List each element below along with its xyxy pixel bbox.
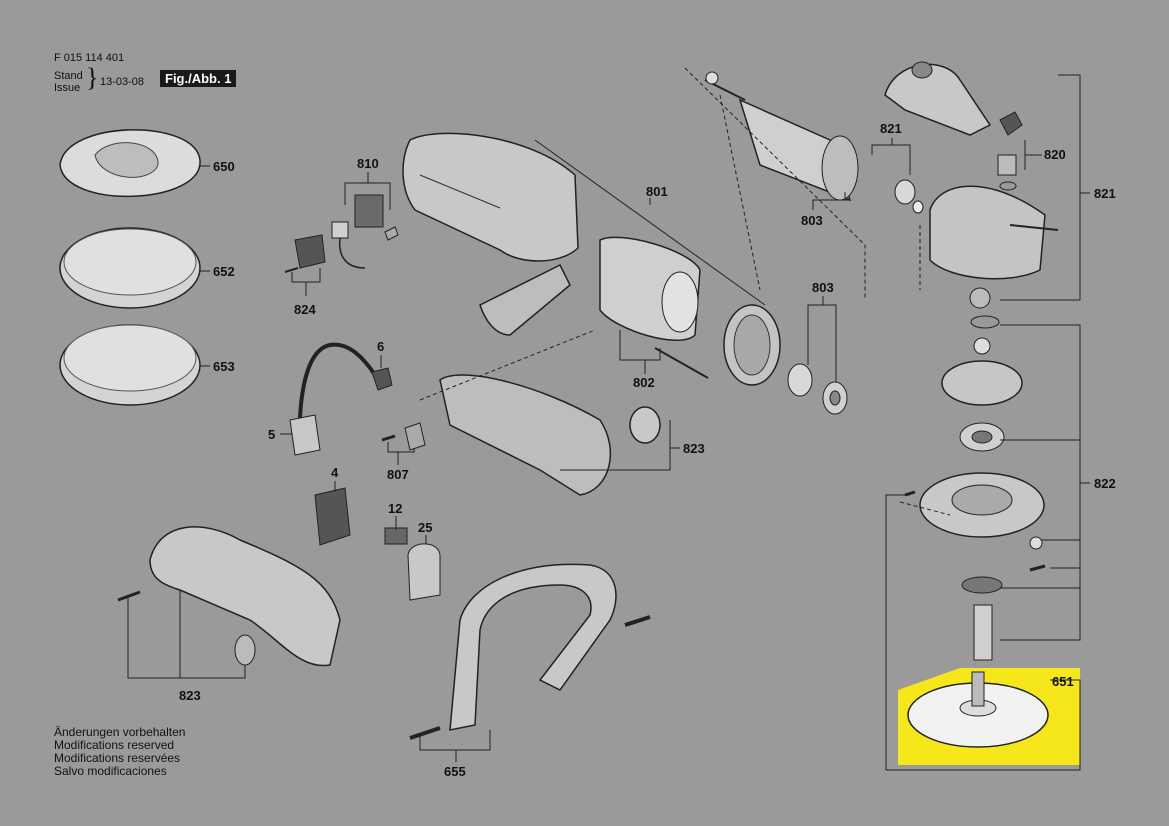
- part-gear-housing[interactable]: [929, 185, 1059, 280]
- part-650-bonnet[interactable]: [59, 129, 201, 197]
- part-top-cap[interactable]: [884, 61, 992, 136]
- part-rear-handle-housing[interactable]: [439, 374, 612, 496]
- part-807-cord-clamp[interactable]: [381, 422, 426, 451]
- label-821-right[interactable]: 821: [1094, 186, 1116, 201]
- label-803-lower[interactable]: 803: [812, 280, 834, 295]
- part-823-cap[interactable]: [629, 406, 661, 444]
- part-labels: 650 652 653 810 824 801 803 821 820 821 …: [179, 121, 1116, 779]
- part-803-bearings[interactable]: [787, 363, 848, 415]
- part-653-pad[interactable]: [59, 324, 201, 406]
- label-824[interactable]: 824: [294, 302, 316, 317]
- label-801[interactable]: 801: [646, 184, 668, 199]
- part-820-spindle-lock[interactable]: [997, 111, 1023, 191]
- label-802[interactable]: 802: [633, 375, 655, 390]
- label-810[interactable]: 810: [357, 156, 379, 171]
- stand-label: Stand: [54, 70, 83, 82]
- label-4[interactable]: 4: [331, 465, 339, 480]
- label-823-lower[interactable]: 823: [179, 688, 201, 703]
- label-5[interactable]: 5: [268, 427, 275, 442]
- label-823-middle[interactable]: 823: [683, 441, 705, 456]
- part-801-motor-housing[interactable]: [402, 132, 579, 336]
- leader-lines: [127, 67, 1090, 771]
- issue-date: 13-03-08: [100, 76, 145, 88]
- document-number: F 015 114 401: [54, 52, 125, 64]
- label-25[interactable]: 25: [418, 520, 432, 535]
- part-651-backing-pad[interactable]: [907, 671, 1049, 748]
- label-651[interactable]: 651: [1052, 674, 1074, 689]
- brace-glyph: }: [86, 63, 99, 92]
- part-5-power-cord[interactable]: [289, 342, 377, 456]
- label-653[interactable]: 653: [213, 359, 235, 374]
- note-spanish: Salvo modificaciones: [54, 764, 167, 778]
- label-12[interactable]: 12: [388, 501, 402, 516]
- part-810-brush-holder[interactable]: [331, 194, 399, 269]
- part-802-stator[interactable]: [599, 236, 709, 379]
- issue-label: Issue: [54, 82, 81, 94]
- part-823-handle-housing[interactable]: [117, 526, 341, 667]
- part-822-gear-assembly[interactable]: [904, 287, 1046, 661]
- part-4-switch[interactable]: [314, 487, 351, 546]
- label-6[interactable]: 6: [377, 339, 384, 354]
- figure-label: Fig./Abb. 1: [160, 70, 237, 87]
- label-822[interactable]: 822: [1094, 476, 1116, 491]
- part-803-armature[interactable]: [704, 71, 924, 214]
- label-821-upper[interactable]: 821: [880, 121, 902, 136]
- note-german: Änderungen vorbehalten: [54, 725, 186, 739]
- note-french: Modifications reservées: [54, 751, 181, 765]
- part-baffle[interactable]: [723, 304, 781, 386]
- note-english: Modifications reserved: [54, 738, 175, 752]
- part-824-cover[interactable]: [284, 234, 326, 273]
- label-807[interactable]: 807: [387, 467, 409, 482]
- label-650[interactable]: 650: [213, 159, 235, 174]
- label-652[interactable]: 652: [213, 264, 235, 279]
- part-655-d-handle[interactable]: [409, 563, 651, 740]
- label-803-upper[interactable]: 803: [801, 213, 823, 228]
- part-12-carbon-brush[interactable]: [384, 527, 408, 545]
- label-655[interactable]: 655: [444, 764, 466, 779]
- part-25-electronic-module[interactable]: [407, 543, 441, 601]
- part-652-pad[interactable]: [59, 227, 201, 309]
- label-820[interactable]: 820: [1044, 147, 1066, 162]
- modification-notes: Änderungen vorbehalten Modifications res…: [54, 726, 185, 778]
- part-6-cable-guard[interactable]: [371, 367, 393, 391]
